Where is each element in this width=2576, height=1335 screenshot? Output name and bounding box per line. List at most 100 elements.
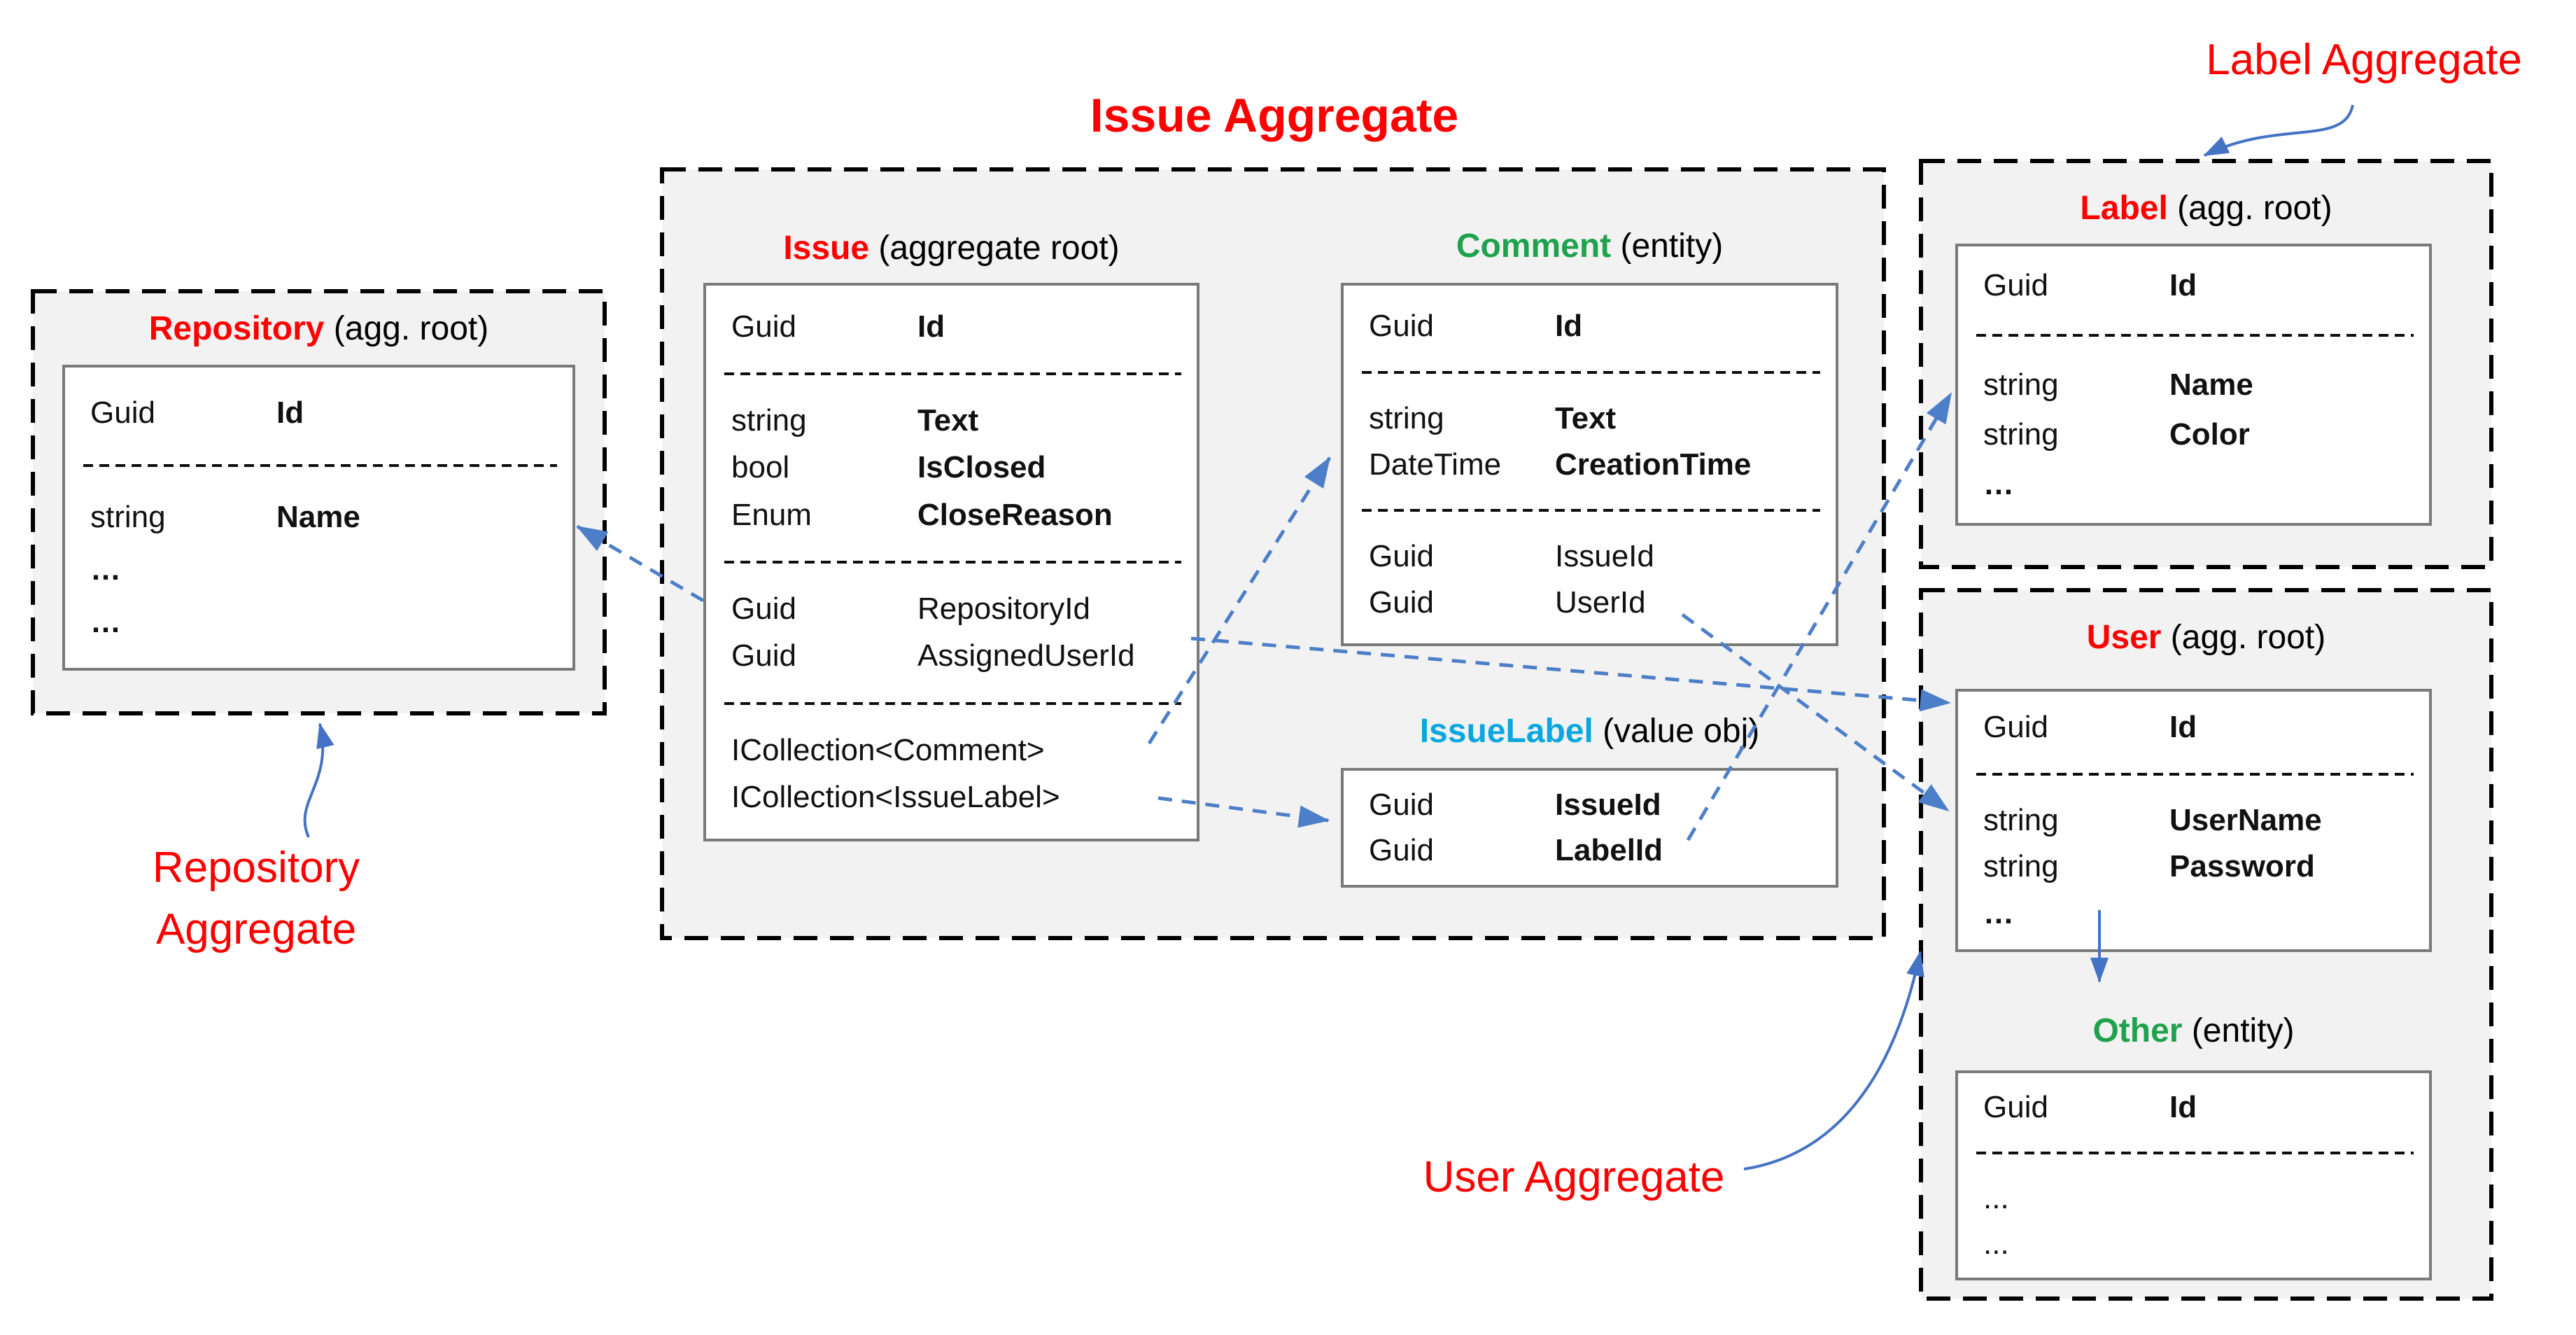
separator-line — [1976, 772, 2414, 776]
issue-field-row: Guid Id — [706, 303, 1197, 350]
issue-field-row: ICollection<IssueLabel> — [706, 774, 1197, 821]
field-type: string — [1983, 803, 2059, 838]
field-type: string — [731, 403, 807, 438]
field-type: Guid — [731, 309, 796, 344]
field-name: Name — [2169, 367, 2253, 402]
issue-title: Issue (aggregate root) — [703, 228, 1199, 270]
issue-field-row: string Text — [706, 398, 1197, 445]
field-name: Text — [917, 403, 979, 438]
field-name: Id — [1555, 308, 1583, 343]
field-type: Guid — [731, 592, 796, 627]
separator-line — [1976, 333, 2414, 337]
field-type: Guid — [1983, 710, 2048, 745]
field-name: Id — [276, 396, 304, 431]
field-name: CreationTime — [1555, 447, 1752, 482]
label-separator — [1958, 310, 2429, 360]
comment-separator — [1344, 349, 1836, 396]
other-stereotype: (entity) — [2182, 1012, 2295, 1049]
field-text: ... — [1983, 1226, 2009, 1261]
user-separator — [1958, 750, 2429, 797]
field-text: ICollection<IssueLabel> — [731, 780, 1060, 815]
comment-field-row: string Text — [1344, 396, 1836, 442]
diagram-title: Issue Aggregate — [1090, 89, 1459, 142]
field-type: Guid — [1369, 833, 1434, 868]
other-field-row: ... — [1958, 1175, 2429, 1221]
repository-separator — [65, 440, 572, 492]
field-text: … — [90, 552, 121, 587]
issuelabel-title: IssueLabel (value obj) — [1341, 711, 1838, 753]
label-name: Label — [2080, 190, 2168, 227]
separator-line — [1362, 509, 1820, 512]
label-title: Label (agg. root) — [1921, 188, 2491, 230]
field-name: RepositoryId — [917, 592, 1091, 627]
label-field-row: … — [1958, 459, 2429, 509]
user-stereotype: (agg. root) — [2161, 619, 2326, 656]
field-name: IsClosed — [917, 450, 1046, 485]
comment-name: Comment — [1456, 228, 1612, 265]
separator-line — [1362, 370, 1820, 374]
separator-line — [724, 560, 1181, 564]
other-separator — [1958, 1130, 2429, 1175]
user-field-row: string Password — [1958, 844, 2429, 890]
issue-field-row: ICollection<Comment> — [706, 727, 1197, 774]
issue-separator — [706, 538, 1197, 585]
field-name: Text — [1555, 400, 1617, 435]
repository-field-row: … — [65, 596, 572, 648]
field-name: Password — [2169, 849, 2315, 884]
field-type: string — [1369, 400, 1444, 435]
user-field-row: string UserName — [1958, 797, 2429, 844]
issuelabel-name: IssueLabel — [1419, 713, 1593, 750]
field-name: UserName — [2169, 803, 2322, 838]
repository-aggregate-annotation-line1: Repository — [152, 844, 360, 892]
issue-field-row: Guid RepositoryId — [706, 586, 1197, 633]
user-aggregate-annotation: User Aggregate — [1423, 1153, 1725, 1201]
field-type: string — [1983, 417, 2059, 452]
repository-aggregate-annotation-line2: Aggregate — [155, 905, 357, 953]
field-text: … — [1983, 895, 2014, 930]
repository-stereotype: (agg. root) — [324, 310, 489, 347]
field-name: IssueId — [1555, 787, 1661, 822]
issue-stereotype: (aggregate root) — [869, 230, 1120, 267]
repository-aggregate-annotation: Repository Aggregate — [109, 837, 403, 960]
issuelabel-stereotype: (value obj) — [1593, 713, 1760, 750]
field-text: ICollection<Comment> — [731, 733, 1045, 768]
issuelabel-field-row: Guid IssueId — [1344, 782, 1836, 828]
field-type: string — [1983, 849, 2059, 884]
repository-field-row: … — [65, 544, 572, 596]
separator-line — [83, 463, 557, 467]
issue-field-row: bool IsClosed — [706, 445, 1197, 491]
field-type: bool — [731, 450, 790, 485]
user-title: User (agg. root) — [1921, 617, 2491, 659]
repository-title: Repository (agg. root) — [33, 308, 605, 350]
repository-name: Repository — [148, 310, 325, 347]
field-text: ... — [1983, 1180, 2009, 1215]
field-text: … — [90, 604, 121, 639]
separator-line — [1976, 1151, 2414, 1154]
field-type: Guid — [1369, 787, 1434, 822]
label-aggregate-annotation: Label Aggregate — [2206, 36, 2522, 84]
field-name: AssignedUserId — [917, 638, 1135, 673]
other-field-row: ... — [1958, 1221, 2429, 1266]
other-name: Other — [2092, 1012, 2183, 1049]
field-type: Guid — [1983, 267, 2048, 302]
field-name: Id — [917, 309, 945, 344]
comment-title: Comment (entity) — [1341, 225, 1838, 267]
field-text: … — [1983, 466, 2014, 501]
